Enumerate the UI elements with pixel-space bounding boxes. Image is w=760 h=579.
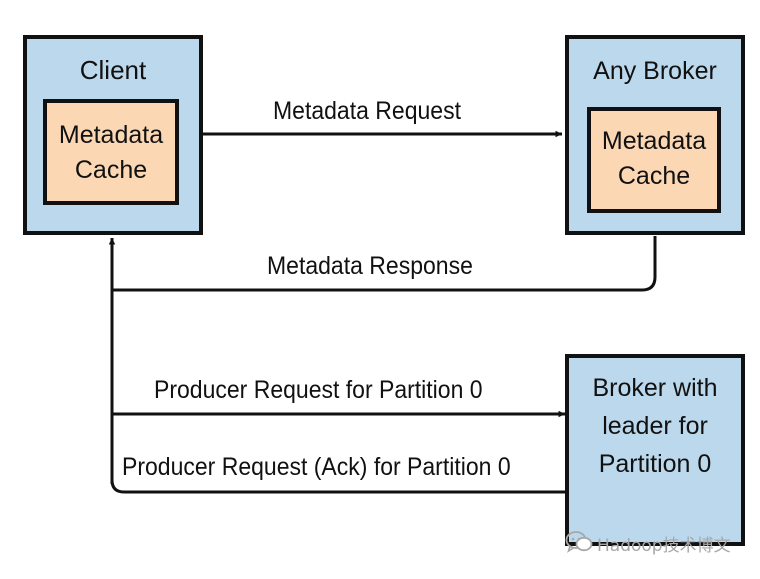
broker-cache-line2: Cache [617, 162, 691, 190]
producer-request-label: Producer Request for Partition 0 [154, 376, 483, 404]
broker-metadata-cache: Metadata Cache [587, 107, 721, 213]
client-cache-line2: Cache [74, 156, 148, 184]
leader-broker-line3: Partition 0 [598, 450, 712, 478]
client-title: Client [79, 55, 147, 85]
any-broker-title: Any Broker [593, 57, 717, 85]
client-node: Client Metadata Cache [23, 35, 203, 235]
broker-cache-line1: Metadata [601, 127, 707, 155]
metadata-request-label: Metadata Request [273, 97, 461, 125]
producer-ack-label: Producer Request (Ack) for Partition 0 [122, 453, 511, 481]
client-metadata-cache: Metadata Cache [43, 99, 179, 205]
wechat-icon [565, 531, 593, 553]
client-cache-line1: Metadata [58, 121, 164, 149]
leader-broker-line1: Broker with [592, 374, 718, 402]
leader-broker-node: Broker with leader for Partition 0 [565, 354, 745, 546]
metadata-response-label: Metadata Response [267, 252, 473, 280]
any-broker-node: Any Broker Metadata Cache [565, 35, 745, 235]
leader-broker-line2: leader for [602, 412, 708, 440]
producer-ack-line [110, 479, 565, 494]
watermark-text: Hadoop技术博文 [597, 536, 731, 556]
metadata-response-line [112, 236, 657, 292]
